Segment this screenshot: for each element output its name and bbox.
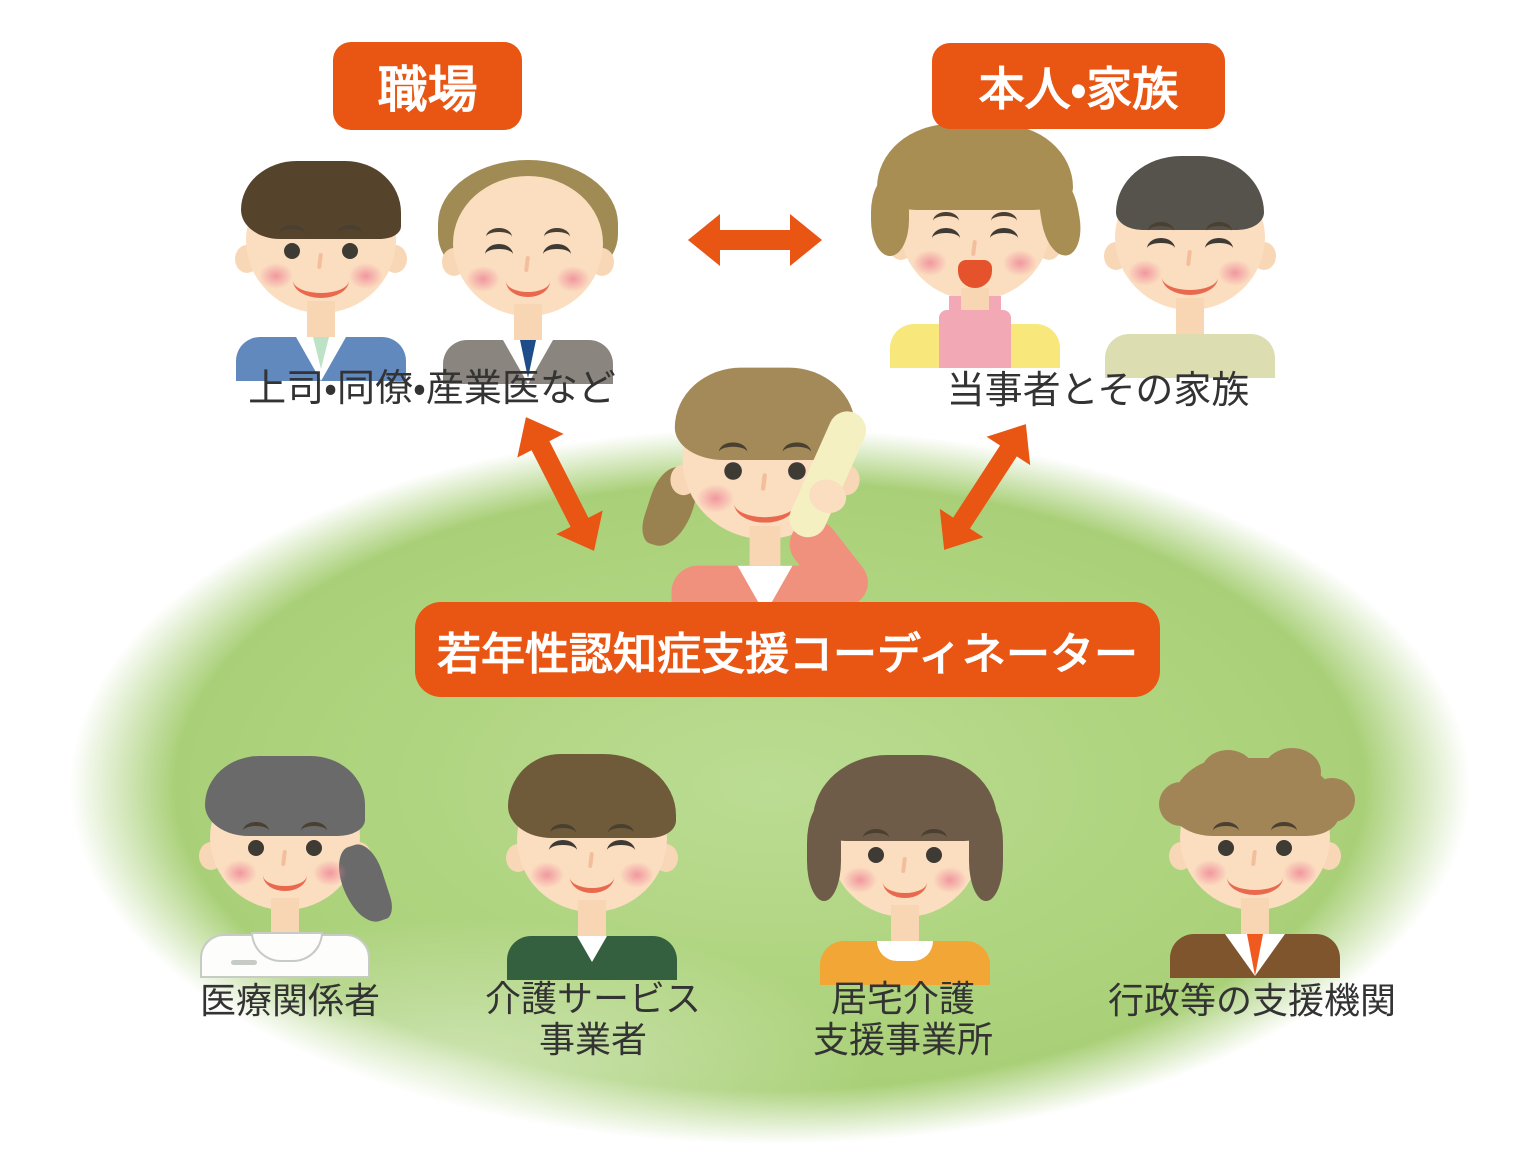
eyebrows	[718, 442, 812, 460]
cheeks	[1193, 860, 1317, 886]
label-line: 支援事業所	[812, 1019, 993, 1061]
home-care-label: 居宅介護 支援事業所	[753, 978, 1053, 1060]
neck	[1176, 298, 1204, 340]
family-caption: 当事者とその家族	[946, 370, 1250, 412]
workplace-family-double-arrow-icon	[688, 214, 822, 266]
person-family-woman-illustration	[865, 124, 1086, 368]
mouth	[1162, 260, 1218, 295]
person-colleague-illustration	[418, 154, 638, 384]
apron-strap	[989, 296, 1001, 314]
mouth	[958, 260, 992, 288]
green-shirt	[1105, 334, 1275, 378]
eyebrows	[243, 822, 327, 838]
neck	[891, 905, 919, 947]
cheeks	[913, 250, 1037, 276]
cheeks	[530, 862, 654, 888]
label-line: 事業者	[538, 1019, 647, 1061]
workplace-tag: 職場	[333, 42, 522, 130]
person-family-man-illustration	[1080, 148, 1300, 378]
person-home-care-illustration	[795, 755, 1015, 985]
label-line: 医療関係者	[199, 980, 380, 1021]
eyes	[1147, 238, 1233, 256]
blouse-collar	[877, 941, 933, 961]
medical-staff-label: 医療関係者	[140, 980, 440, 1021]
mouth	[293, 263, 349, 298]
neck	[578, 900, 606, 942]
hair	[241, 161, 401, 239]
person-supervisor-illustration	[211, 151, 431, 381]
eyes	[1218, 840, 1292, 856]
eyes	[549, 840, 635, 858]
label-line: 居宅介護	[830, 978, 975, 1019]
hair-lock	[969, 803, 1003, 901]
person-care-service-illustration	[482, 750, 702, 980]
eyes	[485, 244, 571, 262]
coordinator-banner: 若年性認知症支援コーディネーター	[415, 602, 1160, 697]
coat-pocket	[231, 960, 257, 965]
cheeks	[1128, 260, 1252, 286]
mouth	[506, 266, 550, 297]
eyes	[724, 462, 806, 480]
mouth	[734, 484, 796, 523]
person-medical-staff-illustration	[175, 748, 397, 978]
hair	[813, 755, 997, 841]
eyes	[932, 228, 1018, 246]
mouth	[883, 867, 927, 898]
arrowhead-right-icon	[790, 214, 822, 266]
eyebrows	[1148, 222, 1232, 238]
hair	[508, 754, 676, 838]
neck	[1241, 898, 1269, 940]
eyebrows	[279, 225, 363, 241]
person-government-staff-illustration	[1145, 748, 1365, 978]
hair	[1171, 758, 1339, 836]
mouth	[1227, 860, 1283, 895]
eyes	[284, 243, 358, 259]
eyebrows	[550, 824, 634, 840]
eyebrows	[486, 228, 570, 244]
hair	[1116, 156, 1264, 230]
cheeks	[466, 266, 590, 292]
eyebrows	[1213, 822, 1297, 838]
hair-lock	[871, 176, 909, 256]
cheeks	[259, 263, 383, 289]
hair	[205, 756, 365, 836]
person-family-tag: 本人・家族	[932, 43, 1225, 129]
eyes	[248, 840, 322, 856]
cheeks	[843, 867, 967, 893]
eyes	[868, 847, 942, 863]
mouth	[570, 862, 614, 893]
label-line: 行政等の支援機関	[1107, 980, 1396, 1021]
arrow-bar	[714, 230, 796, 250]
mouth	[263, 860, 307, 891]
label-line: 介護サービス	[484, 978, 701, 1019]
neck	[307, 301, 335, 343]
cheeks	[223, 860, 347, 886]
apron-strap	[949, 296, 961, 314]
workplace-caption: 上司・同僚・産業医など	[248, 368, 616, 410]
eyebrows	[863, 829, 947, 845]
hair-lock	[807, 803, 841, 901]
government-support-label: 行政等の支援機関	[1072, 980, 1432, 1021]
neck	[514, 304, 542, 346]
neck	[749, 526, 781, 573]
care-service-label: 介護サービス 事業者	[443, 978, 743, 1060]
pink-apron	[939, 310, 1011, 368]
eyebrows	[933, 212, 1017, 228]
